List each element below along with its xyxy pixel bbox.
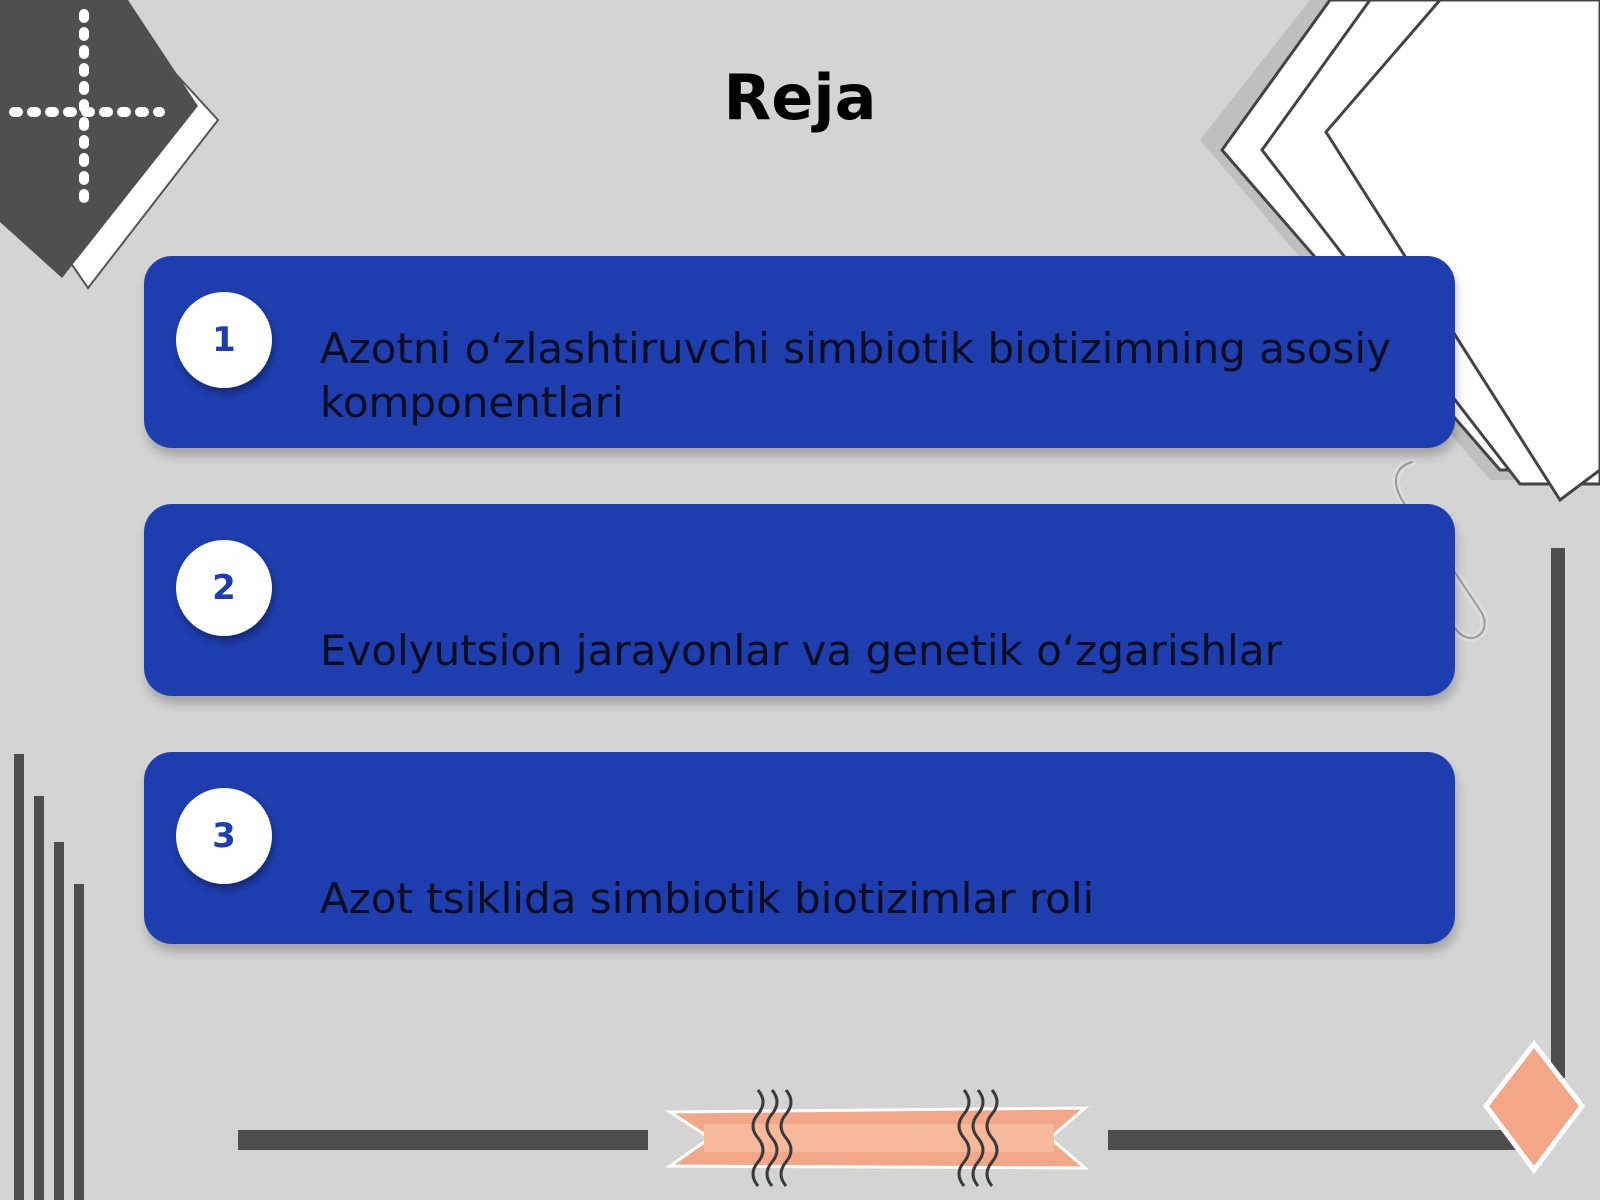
ribbon-icon <box>665 1089 1090 1187</box>
agenda-item-text: Evolyutsion jarayonlar va genetik o‘zgar… <box>320 626 1282 675</box>
number-badge: 1 <box>176 292 272 388</box>
orange-diamond-icon <box>1482 1039 1586 1175</box>
agenda-item-3: 3 Azot tsiklida simbiotik biotizimlar ro… <box>144 752 1455 944</box>
agenda-item-1: 1 Azotni o‘zlashtiruvchi simbiotik bioti… <box>144 256 1455 448</box>
paper-stack-icon <box>1200 0 1600 503</box>
agenda-item-text: Azotni o‘zlashtiruvchi simbiotik biotizi… <box>320 324 1391 427</box>
left-bars <box>14 754 84 1200</box>
agenda-item-text: Azot tsiklida simbiotik biotizimlar roli <box>320 874 1095 923</box>
slide-title: Reja <box>723 61 877 134</box>
number-badge: 3 <box>176 788 272 884</box>
number-badge: 2 <box>176 540 272 636</box>
paper-clip-icon <box>1391 458 1489 642</box>
agenda-item-2: 2 Evolyutsion jarayonlar va genetik o‘zg… <box>144 504 1455 696</box>
dark-diamond-icon <box>0 0 220 290</box>
